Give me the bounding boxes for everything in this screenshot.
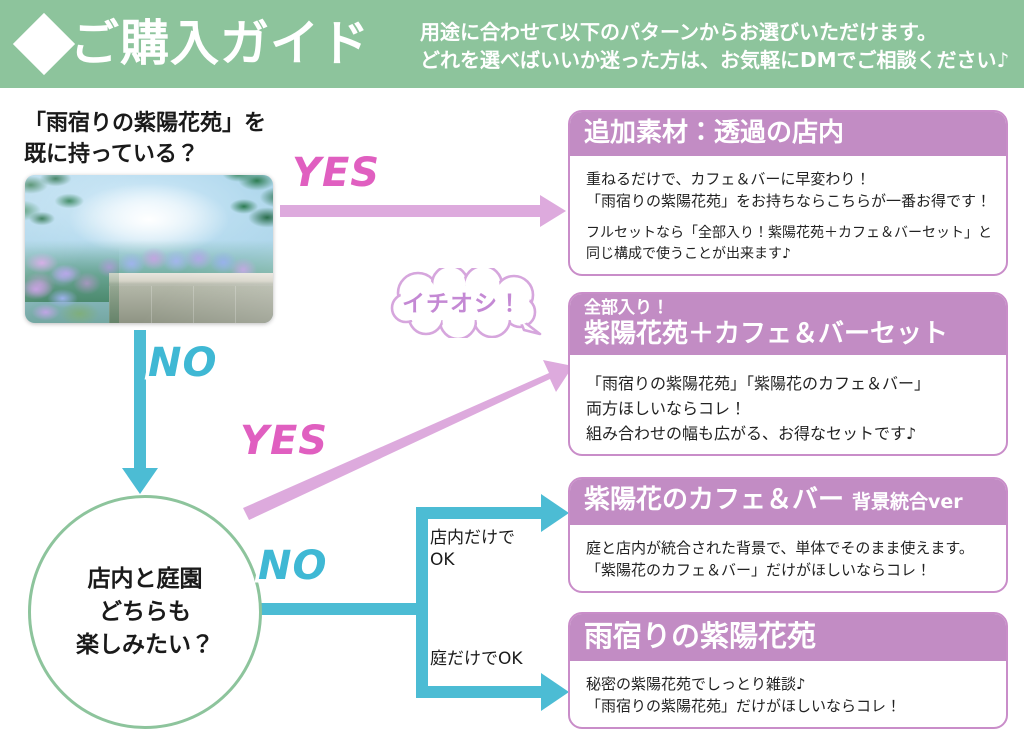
label-indoor-only-line1: 店内だけで [430,528,515,548]
panel2-line1: 「雨宿りの紫陽花苑」「紫陽花のカフェ＆バー」 [586,374,931,393]
panel-cafe-bar-body: 庭と店内が統合された背景で、単体でそのまま使えます。 「紫陽花のカフェ＆バー」だ… [570,525,1006,591]
label-no-right-stroke: NO [254,540,330,593]
header-subtitle-line2: どれを選べばいいか迷った方は、お気軽にDMでご相談ください♪ [420,48,1010,72]
question1-line2: 既に持っている？ [24,142,199,167]
label-yes-diagonal: YES YES [236,415,330,468]
thumbnail-leaves-left [25,175,125,249]
recommend-bubble-shape [390,264,542,341]
label-garden-only-line1: 庭だけでOK [430,649,523,669]
label-yes-diagonal-stroke: YES [236,415,330,468]
header-subtitle: 用途に合わせて以下のパターンからお選びいただけます。 どれを選べばいいか迷った方… [420,18,1020,74]
panel4-line2: 「雨宿りの紫陽花苑」だけがほしいならコレ！ [586,697,902,715]
label-yes-top: YES YES [288,147,382,200]
panel-cafe-bar-title-suffix: 背景統合ver [852,491,963,513]
panel3-line1: 庭と店内が統合された背景で、単体でそのまま使えます。 [586,539,974,557]
label-no-down-fill: NO [145,337,220,389]
panel1-line4: 同じ構成で使うことが出来ます♪ [586,246,791,262]
diamond-icon [12,12,76,76]
question2-line3: 楽しみたい？ [76,631,214,658]
arrow-no-branch [256,494,569,711]
panel-ajisai-garden-header: 雨宿りの紫陽花苑 [570,614,1006,661]
panel-additional-material-header: 追加素材：透過の店内 [570,112,1006,156]
panel-cafe-bar[interactable]: 紫陽花のカフェ＆バー背景統合ver 庭と店内が統合された背景で、単体でそのまま使… [568,477,1008,593]
panel1-line3: フルセットなら「全部入り！紫陽花苑＋カフェ＆バーセット」と [586,225,992,241]
thumbnail-gloss-overlay [25,175,273,323]
panel-full-set-title-line1: 全部入り！ [584,298,669,318]
panel1-line1: 重ねるだけで、カフェ＆バーに早変わり！ [586,170,871,188]
label-indoor-only-line2: OK [430,550,455,570]
question-both-indoor-and-garden: 店内と庭園 どちらも 楽しみたい？ [28,495,262,729]
label-yes-top-stroke: YES [288,147,382,200]
panel-ajisai-garden[interactable]: 雨宿りの紫陽花苑 秘密の紫陽花苑でしっとり雑談♪ 「雨宿りの紫陽花苑」だけがほし… [568,612,1008,729]
panel-ajisai-garden-title: 雨宿りの紫陽花苑 [584,619,817,653]
label-no-down: NO NO [144,337,220,390]
label-no-right: NO NO [254,540,330,593]
header-band: ご購入ガイド 用途に合わせて以下のパターンからお選びいただけます。 どれを選べば… [0,0,1024,88]
label-yes-diagonal-fill: YES [237,415,330,467]
question2-line1: 店内と庭園 [87,565,203,592]
label-indoor-only: 店内だけで OK [430,527,515,571]
question-own-ajisai-garden: 「雨宿りの紫陽花苑」を 既に持っている？ [24,108,324,170]
page-title: ご購入ガイド [70,15,371,72]
question2-line2: どちらも [99,598,191,625]
panel-full-set[interactable]: 全部入り！ 紫陽花苑＋カフェ＆バーセット 「雨宿りの紫陽花苑」「紫陽花のカフェ＆… [568,292,1008,456]
panel-additional-material[interactable]: 追加素材：透過の店内 重ねるだけで、カフェ＆バーに早変わり！ 「雨宿りの紫陽花苑… [568,110,1008,276]
panel4-line1: 秘密の紫陽花苑でしっとり雑談♪ [586,675,806,693]
question1-line1: 「雨宿りの紫陽花苑」を [24,111,267,136]
question2-text: 店内と庭園 どちらも 楽しみたい？ [76,563,214,662]
panel-ajisai-garden-body: 秘密の紫陽花苑でしっとり雑談♪ 「雨宿りの紫陽花苑」だけがほしいならコレ！ [570,661,1006,727]
recommend-bubble: イチオシ！ [388,264,566,341]
panel2-line2: 両方ほしいならコレ！ [586,399,747,418]
panel-full-set-title-line2: 紫陽花苑＋カフェ＆バーセット [584,319,949,349]
panel-full-set-body: 「雨宿りの紫陽花苑」「紫陽花のカフェ＆バー」 両方ほしいならコレ！ 組み合わせの… [570,355,1006,454]
panel3-line2: 「紫陽花のカフェ＆バー」だけがほしいならコレ！ [586,561,932,579]
header-subtitle-line1: 用途に合わせて以下のパターンからお選びいただけます。 [420,20,937,44]
panel-cafe-bar-title-row: 紫陽花のカフェ＆バー背景統合ver [584,485,992,517]
panel-cafe-bar-header: 紫陽花のカフェ＆バー背景統合ver [570,479,1006,525]
label-no-right-fill: NO [255,540,330,592]
panel-additional-material-body: 重ねるだけで、カフェ＆バーに早変わり！ 「雨宿りの紫陽花苑」をお持ちならこちらが… [570,156,1006,274]
label-garden-only: 庭だけでOK [430,648,523,670]
label-yes-top-fill: YES [289,147,382,199]
arrow-yes-to-additional-material [280,195,566,227]
thumbnail-counter [109,272,273,323]
recommend-bubble-text: イチオシ！ [402,291,522,317]
panel1-line2: 「雨宿りの紫陽花苑」をお持ちならこちらが一番お得です！ [586,192,992,210]
label-no-down-stroke: NO [144,337,220,390]
panel1-spacer [586,212,990,223]
ajisai-garden-thumbnail [25,175,273,323]
panel-full-set-header: 全部入り！ 紫陽花苑＋カフェ＆バーセット [570,294,1006,355]
panel-additional-material-title: 追加素材：透過の店内 [584,118,845,148]
panel-cafe-bar-title: 紫陽花のカフェ＆バー [584,485,845,515]
panel2-line3: 組み合わせの幅も広がる、お得なセットです♪ [586,424,917,443]
thumbnail-foreground-flowers [25,246,120,323]
